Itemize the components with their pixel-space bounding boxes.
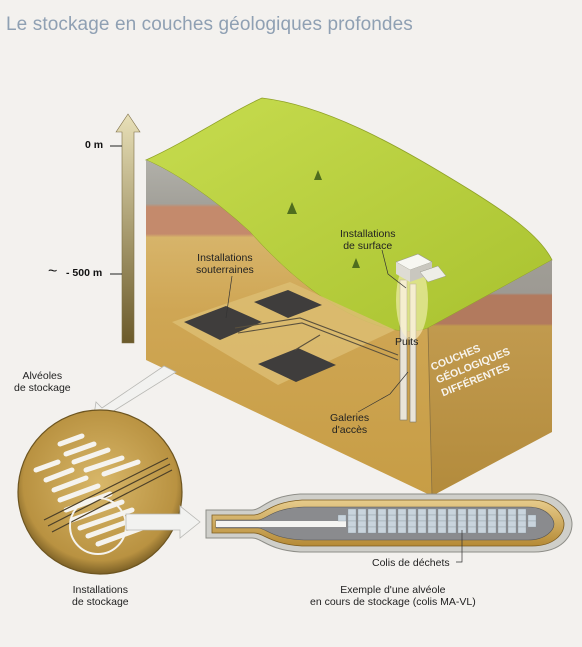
zoom-arrow-right [125,505,201,539]
depth-label-top: 0 m [85,139,104,151]
label-galeries: Galeries d'accès [330,412,370,436]
trees [287,170,360,268]
depth-arrow [110,113,141,344]
storage-module-2 [254,290,322,318]
label-installations-stockage: Installations de stockage [72,584,129,608]
label-alveoles: Alvéoles de stockage [14,370,71,394]
shafts [396,260,428,423]
block-side-face [428,260,552,496]
label-puits: Puits [395,336,419,348]
label-colis: Colis de déchets [372,557,450,569]
access-galleries [234,317,399,361]
leader-lines [225,249,409,413]
depth-label-bottom: - 500 m [66,267,103,279]
storage-module-1 [184,306,262,340]
label-exemple: Exemple d'une alvéole en cours de stocka… [310,584,476,608]
storage-module-3 [258,348,336,382]
storage-disc [17,409,183,575]
surface-building [395,253,447,283]
alveole-capsule [205,493,573,563]
label-installations-surface: Installations de surface [340,228,396,252]
label-installations-souterraines: Installations souterraines [196,252,254,276]
approx-symbol: ~ [48,263,58,280]
waste-packages [337,508,537,534]
page-title: Le stockage en couches géologiques profo… [6,14,413,35]
